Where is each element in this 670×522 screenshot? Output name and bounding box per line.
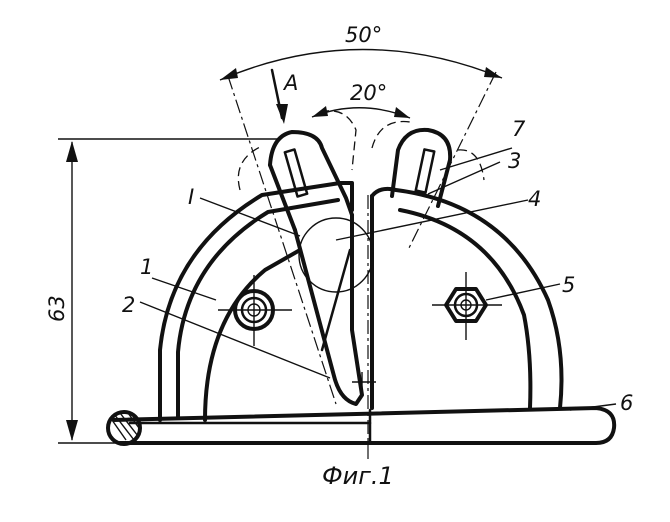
- view-a-label: A: [282, 71, 298, 95]
- center-axes: [227, 71, 497, 462]
- detail-i-label: I: [188, 185, 194, 209]
- right-lever: [390, 127, 453, 208]
- hatched-end-cap: [106, 410, 142, 446]
- callout-1: 1: [140, 255, 153, 279]
- height-dimension: 63: [45, 138, 280, 444]
- height-label: 63: [45, 295, 69, 322]
- detail-circle-i: [298, 217, 374, 293]
- callout-4: 4: [528, 187, 541, 211]
- screw-right: [432, 272, 502, 340]
- angle-50-label: 50°: [345, 23, 382, 47]
- callout-5: 5: [562, 273, 575, 297]
- view-arrow-a: A: [270, 68, 298, 124]
- left-lever: [268, 130, 364, 406]
- screw-left: [218, 275, 292, 346]
- right-housing: [370, 186, 564, 410]
- base-plate: [112, 406, 617, 445]
- callout-2: 2: [122, 293, 135, 317]
- figure-caption: Фиг.1: [322, 462, 394, 490]
- angle-20-label: 20°: [350, 81, 387, 105]
- callout-7: 7: [512, 117, 526, 141]
- angle-dimension-20: 20°: [311, 81, 411, 119]
- callout-3: 3: [508, 149, 521, 173]
- leader-lines: [139, 147, 617, 411]
- pivot-pin: [352, 372, 376, 392]
- angle-dimension-50: 50°: [219, 23, 503, 81]
- callout-6: 6: [620, 391, 633, 415]
